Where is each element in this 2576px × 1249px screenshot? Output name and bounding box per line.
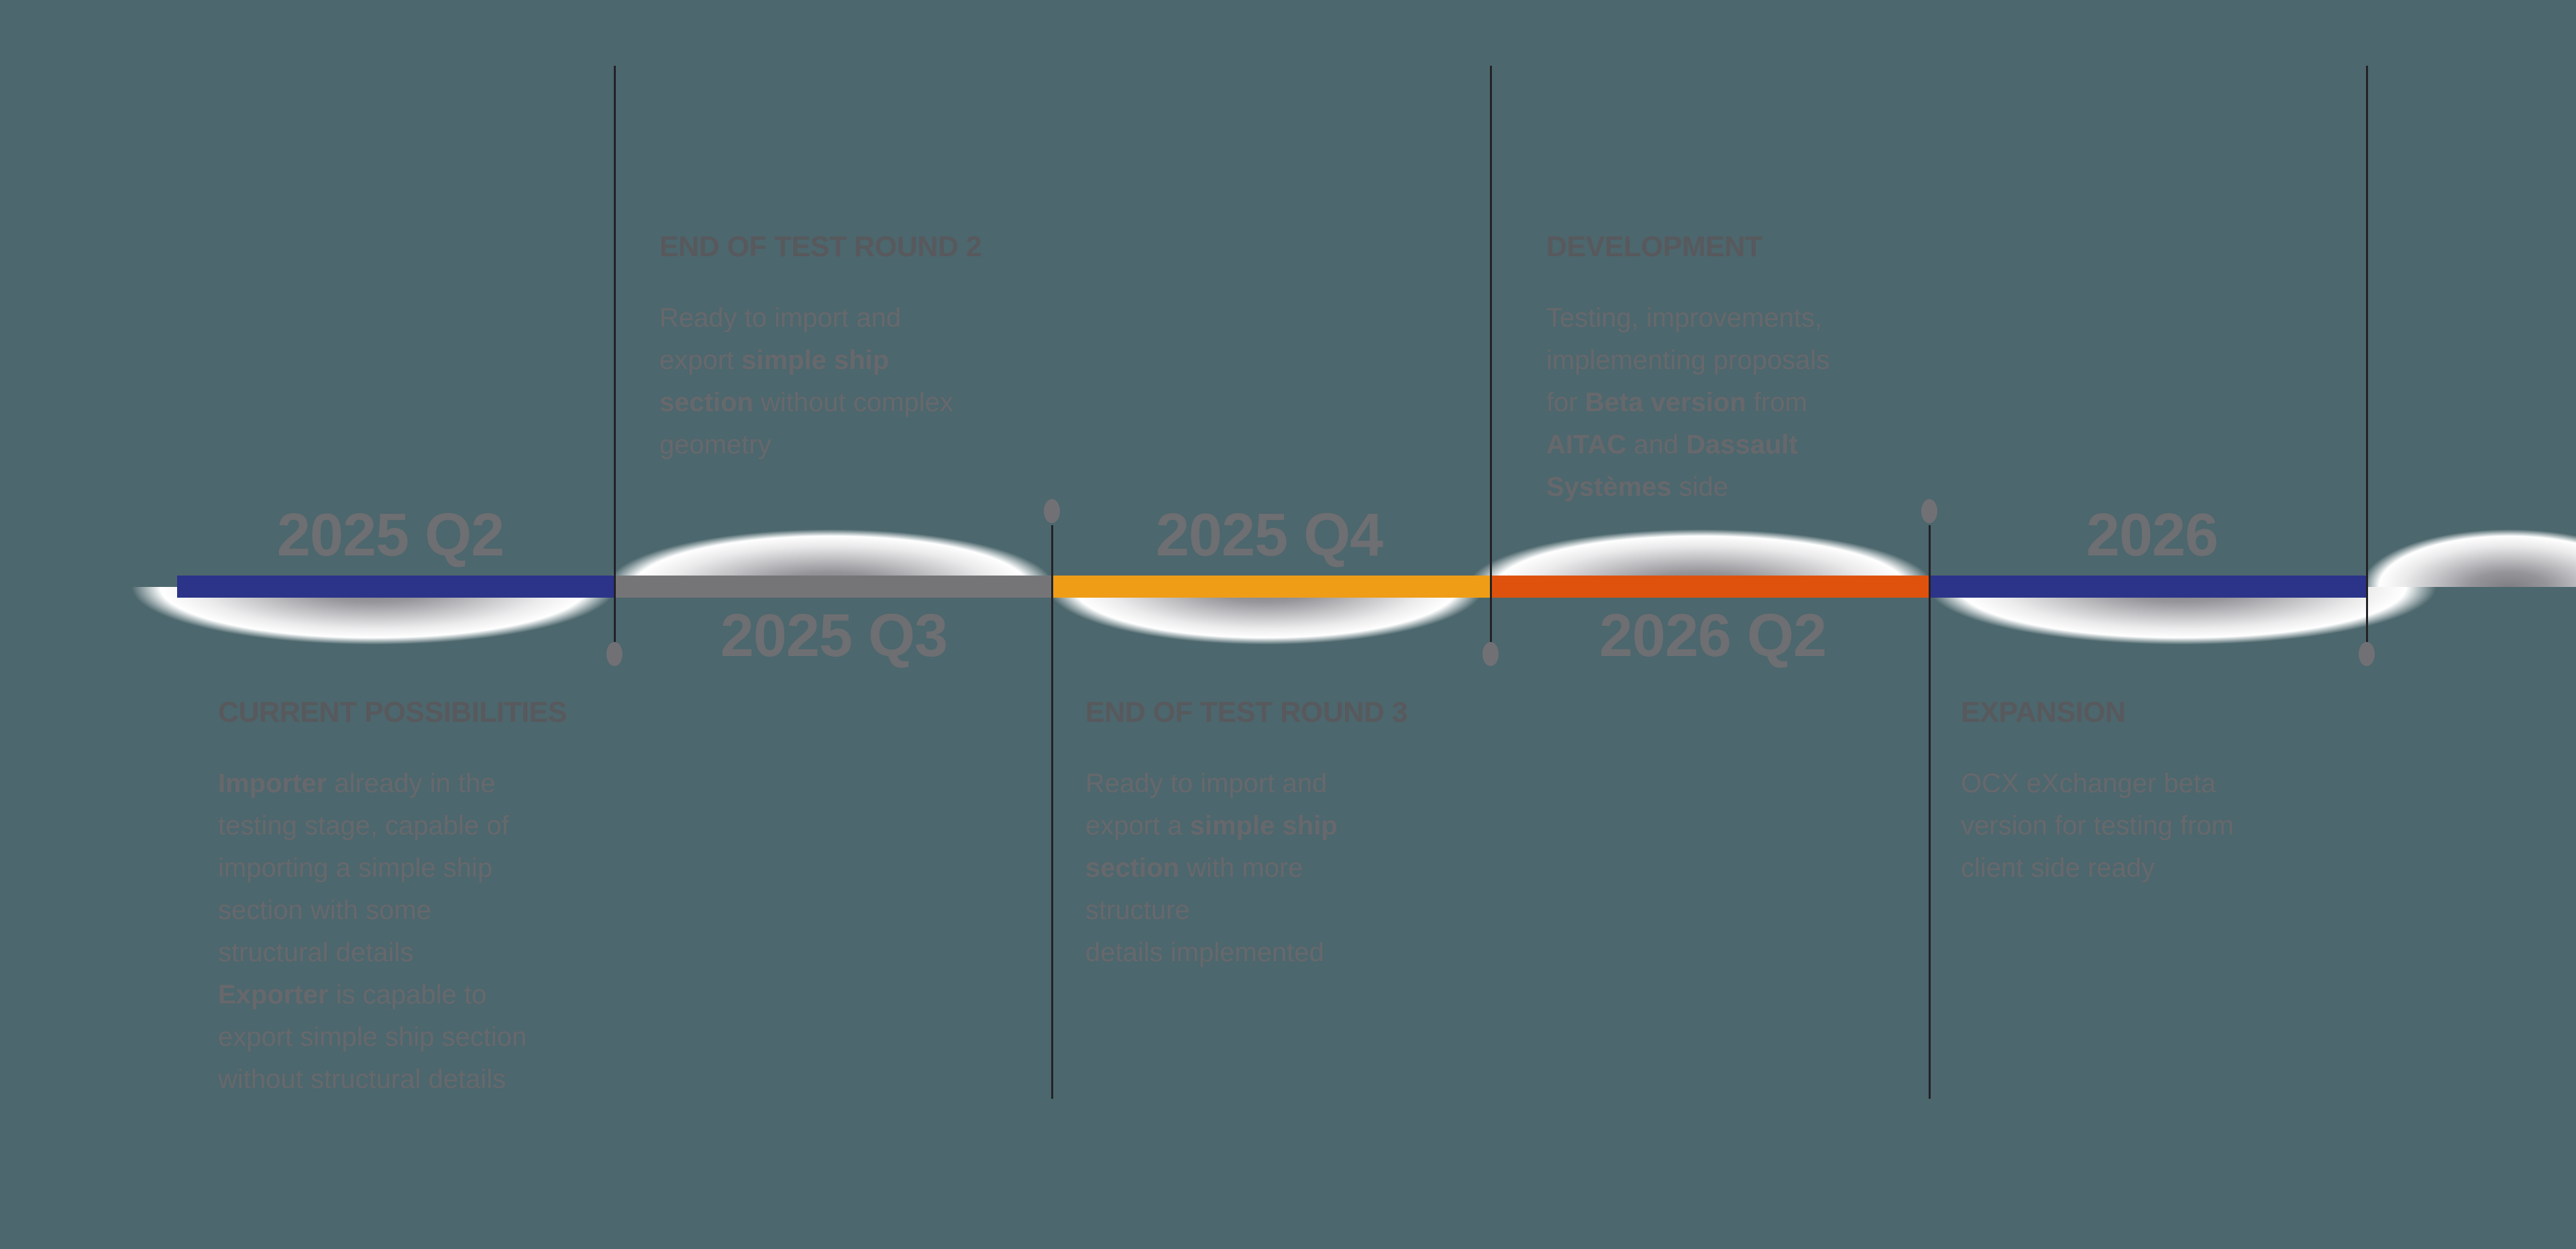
quarter-label: 2025 Q4: [1155, 502, 1383, 569]
note-body-text: OCX eXchanger beta version for testing f…: [1961, 769, 2234, 883]
note-body-text: Ready to import and export a: [1085, 769, 1328, 840]
note-body-text: already in the testing stage, capable of…: [218, 769, 509, 967]
note-body-bold-text: simple ship section: [1085, 811, 1338, 883]
note-body-text: side: [1671, 472, 1729, 502]
note-body: Testing, improvements, implementing prop…: [1546, 297, 1829, 508]
note-body-text: from: [1754, 388, 1808, 417]
note-body-text: without complex geometry: [659, 388, 953, 459]
milestone-dot: [1921, 499, 1937, 523]
note-title: EXPANSION: [1961, 696, 2126, 728]
milestone-line: [614, 66, 616, 643]
note-body-bold-text: Exporter: [218, 980, 329, 1010]
milestone-note: DEVELOPMENT Testing, improvements, implem…: [1546, 232, 1829, 508]
note-body-bold-text: Beta version: [1585, 388, 1746, 417]
timeline-segment: [1929, 576, 2367, 598]
milestone-note: END OF TEST ROUND 3 Ready to import and e…: [1085, 696, 1408, 974]
milestone-dot: [2359, 642, 2375, 666]
quarter-label: 2025 Q3: [720, 602, 948, 669]
note-body-text: Testing, improvements, implementing prop…: [1546, 303, 1830, 417]
milestone-dot: [606, 642, 623, 666]
note-body-text: with more structure details implemented: [1085, 853, 1324, 967]
quarter-label: 2026 Q2: [1599, 602, 1827, 669]
timeline-segment: [1491, 576, 1929, 598]
note-body-text: and: [1626, 430, 1686, 459]
note-title: CURRENT POSSIBILITIES: [218, 696, 567, 728]
quarter-label: 2026: [2086, 502, 2218, 569]
note-body: Ready to import and export a simple ship…: [1085, 763, 1407, 974]
note-title: DEVELOPMENT: [1546, 231, 1762, 263]
note-body: Ready to import and export simple ship s…: [659, 297, 981, 466]
timeline-segment: [614, 576, 1052, 598]
note-body-bold-text: AITAC: [1546, 430, 1627, 459]
milestone-note: CURRENT POSSIBILITIES Importer already in…: [218, 698, 567, 1101]
note-body: Importer already in the testing stage, c…: [218, 763, 567, 1101]
milestone-note: END OF TEST ROUND 2 Ready to import and e…: [659, 231, 982, 466]
note-body-bold-text: Dassault Systèmes: [1546, 430, 1798, 502]
milestone-line: [2366, 66, 2368, 643]
milestone-line: [1490, 66, 1492, 643]
timeline-segment: [177, 576, 614, 598]
timeline-segment: [1052, 576, 1491, 598]
note-body-bold-text: simple ship section: [659, 345, 890, 417]
quarter-label: 2025 Q2: [276, 502, 504, 569]
note-body: OCX eXchanger beta version for testing f…: [1961, 763, 2234, 889]
timeline-lens: [2361, 529, 2576, 587]
note-body-text: Ready to import and export: [659, 303, 902, 375]
note-body-text: is capable to export simple ship section…: [218, 980, 527, 1094]
milestone-line: [1929, 525, 1931, 1099]
note-title: END OF TEST ROUND 2: [659, 231, 982, 263]
milestone-dot: [1483, 642, 1499, 666]
milestone-note: EXPANSION OCX eXchanger beta version for …: [1961, 698, 2234, 889]
milestone-line: [1051, 525, 1053, 1099]
note-title: END OF TEST ROUND 3: [1085, 696, 1408, 728]
note-body-bold-text: Importer: [218, 769, 327, 798]
milestone-dot: [1044, 499, 1060, 523]
